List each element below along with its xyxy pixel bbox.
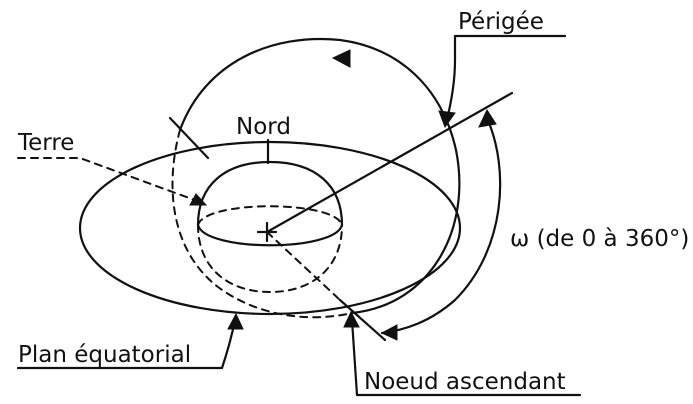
north-label: Nord [236, 114, 291, 140]
earth-equator-back [197, 205, 343, 226]
orbit-front-path [178, 37, 461, 315]
equatorial-plane-label: Plan équatorial [18, 342, 191, 368]
omega-label: ω (de 0 à 360°) [510, 226, 689, 252]
perigee-leader-arrowhead [438, 110, 456, 129]
orbit-direction-arrowhead [331, 49, 351, 68]
earth-equator-front [196, 223, 344, 247]
ascending-node-label: Noeud ascendant [364, 369, 566, 395]
perigee-label: Périgée [458, 9, 544, 35]
node-line-inner [266, 231, 341, 301]
perigee-leader-line [445, 34, 567, 122]
ascending-node-leader-arrowhead [343, 310, 360, 328]
node-line-outer [338, 298, 387, 342]
earth-leader-line [17, 157, 201, 203]
equatorial-plane-ellipse [78, 140, 462, 316]
descending-node-tick [168, 116, 210, 160]
omega-arrowhead-top [478, 108, 497, 128]
equatorial-plane-leader-arrowhead [227, 312, 244, 330]
earth-lower-hemisphere [197, 224, 343, 294]
omega-arc [380, 116, 502, 335]
earth-dome [196, 160, 344, 227]
ascending-node-leader-line [350, 318, 582, 397]
earth-leader-arrowhead [189, 193, 208, 206]
orbit-back-path [171, 129, 353, 319]
omega-arrowhead-bottom [380, 324, 398, 341]
perigee-line [265, 91, 514, 234]
earth-label: Terre [17, 130, 74, 156]
